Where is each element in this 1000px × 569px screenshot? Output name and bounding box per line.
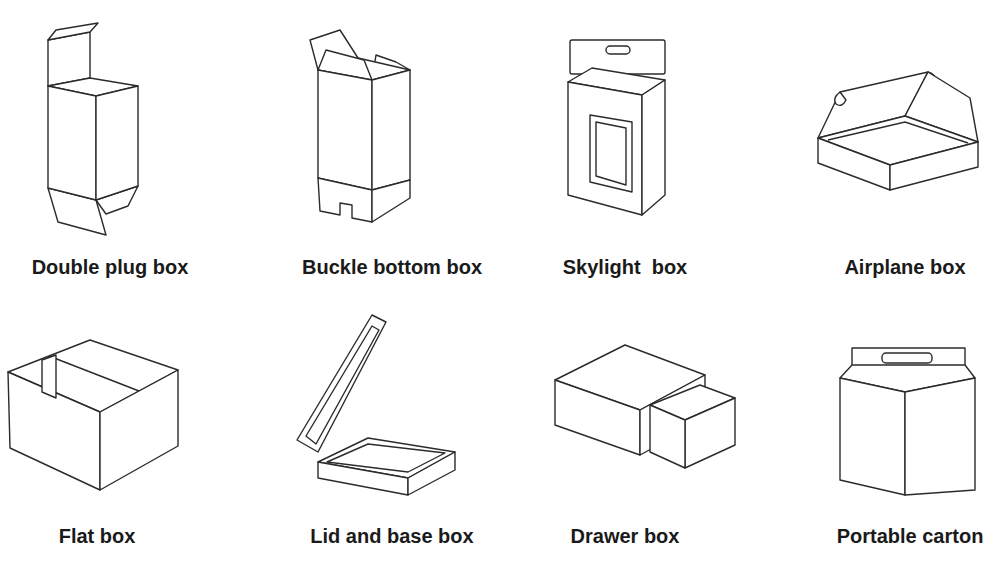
box-caption: Flat box <box>59 524 136 548</box>
box-caption: Portable carton <box>837 524 984 548</box>
airplane-box-drawing <box>818 72 978 190</box>
box-caption: Drawer box <box>571 524 680 548</box>
skylight-box-drawing <box>568 40 665 215</box>
box-caption: Skylight box <box>563 255 687 279</box>
box-caption: Buckle bottom box <box>302 255 482 279</box>
flat-box-drawing <box>8 340 178 490</box>
box-caption: Airplane box <box>844 255 965 279</box>
box-caption: Double plug box <box>32 255 189 279</box>
lid-and-base-box-drawing <box>297 315 455 495</box>
drawer-box-drawing <box>555 345 735 468</box>
double-plug-box-drawing <box>48 23 138 235</box>
buckle-bottom-box-drawing <box>310 30 410 222</box>
box-caption: Lid and base box <box>310 524 473 548</box>
portable-carton-drawing <box>840 348 975 495</box>
